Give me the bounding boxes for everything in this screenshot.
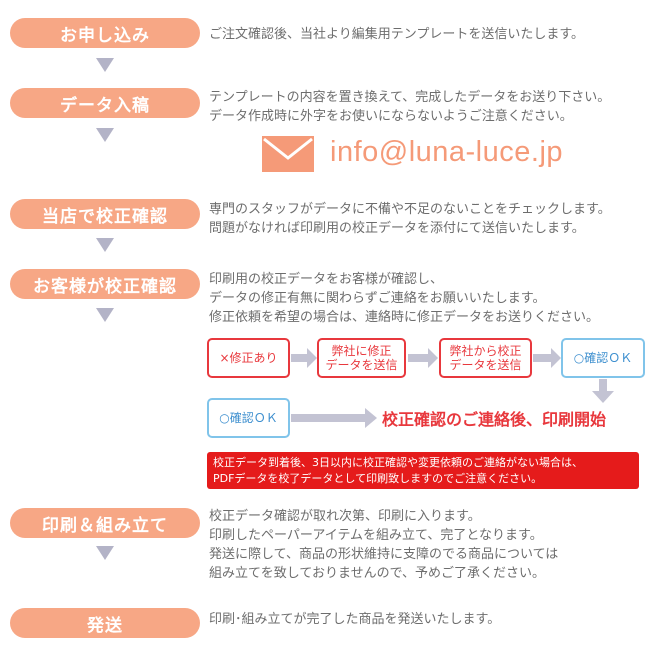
desc-line: データ作成時に外字をお使いにならないようご注意ください。 — [209, 109, 573, 124]
right-arrow-icon — [533, 348, 561, 368]
desc-line: 印刷･組み立てが完了した商品を発送いたします。 — [209, 612, 501, 627]
desc-line: テンプレートの内容を置き換えて、完成したデータをお送り下さい。 — [209, 90, 611, 105]
step-label-shop-proof: 当店で校正確認 — [10, 199, 200, 229]
notice-line: 校正データ到着後、3日以内に校正確認や変更依頼のご連絡がない場合は、 — [213, 456, 583, 469]
notice-banner: 校正データ到着後、3日以内に校正確認や変更依頼のご連絡がない場合は、 PDFデー… — [207, 452, 639, 489]
flow-send-to-shop-line: 弊社に修正 — [331, 344, 392, 358]
step-label-shipping: 発送 — [10, 608, 200, 638]
step-desc-shop-proof: 専門のスタッフがデータに不備や不足のないことをチェックします。 問題がなければ印… — [209, 200, 611, 238]
desc-line: 問題がなければ印刷用の校正データを添付にて送信いたします。 — [209, 221, 585, 236]
right-arrow-icon — [291, 348, 317, 368]
step-label-customer-proof: お客様が校正確認 — [10, 269, 200, 299]
desc-line: 印刷したペーパーアイテムを組み立て、完了となります。 — [209, 528, 543, 543]
flow-send-to-shop-box: 弊社に修正データを送信 — [317, 338, 406, 378]
flow-revise-label: ×修正あり — [219, 351, 278, 365]
down-arrow-icon — [96, 546, 114, 560]
flow-ok-box-2: ○確認ＯＫ — [207, 398, 290, 438]
step-desc-customer-proof: 印刷用の校正データをお客様が確認し、 データの修正有無に関わらずご連絡をお願いい… — [209, 270, 599, 327]
desc-line: ご注文確認後、当社より編集用テンプレートを送信いたします。 — [209, 27, 585, 42]
desc-line: 組み立てを致しておりませんので、予めご了承ください。 — [209, 566, 546, 581]
desc-line: 専門のスタッフがデータに不備や不足のないことをチェックします。 — [209, 202, 611, 217]
step-label-order: お申し込み — [10, 18, 200, 48]
flow-send-from-shop-box: 弊社から校正データを送信 — [439, 338, 532, 378]
step-desc-print-assemble: 校正データ確認が取れ次第、印刷に入ります。 印刷したペーパーアイテムを組み立て、… — [209, 507, 558, 583]
step-label-data-submit: データ入稿 — [10, 88, 200, 118]
flow-send-from-shop-line: データを送信 — [449, 358, 522, 372]
desc-line: 校正データ確認が取れ次第、印刷に入ります。 — [209, 509, 481, 524]
desc-line: 印刷用の校正データをお客様が確認し、 — [209, 272, 444, 287]
step-label-print-assemble: 印刷＆組み立て — [10, 508, 200, 538]
flow-revise-box: ×修正あり — [207, 338, 290, 378]
flow-send-from-shop-line: 弊社から校正 — [449, 344, 522, 358]
right-arrow-icon — [291, 408, 377, 428]
step-desc-order: ご注文確認後、当社より編集用テンプレートを送信いたします。 — [209, 25, 584, 44]
notice-line: PDFデータを校了データとして印刷致しますのでご注意ください。 — [213, 472, 543, 485]
down-arrow-icon — [96, 128, 114, 142]
mail-icon — [262, 136, 314, 172]
down-arrow-icon — [96, 308, 114, 322]
right-arrow-icon — [408, 348, 438, 368]
desc-line: 発送に際して、商品の形状維持に支障のでる商品については — [209, 547, 559, 562]
down-arrow-icon — [96, 58, 114, 72]
down-arrow-icon — [592, 379, 614, 403]
desc-line: データの修正有無に関わらずご連絡をお願いいたします。 — [209, 291, 546, 306]
email-address-link[interactable]: info@luna-luce.jp — [330, 136, 564, 168]
flow-ok-box-1: ○確認ＯＫ — [561, 338, 645, 378]
step-desc-shipping: 印刷･組み立てが完了した商品を発送いたします。 — [209, 610, 500, 629]
down-arrow-icon — [96, 238, 114, 252]
flow-send-to-shop-line: データを送信 — [325, 358, 398, 372]
flow-result-text: 校正確認のご連絡後、印刷開始 — [382, 410, 607, 429]
flow-ok-label: ○確認ＯＫ — [219, 411, 278, 425]
desc-line: 修正依頼を希望の場合は、連絡時に修正データをお送りください。 — [209, 310, 600, 325]
step-desc-data-submit: テンプレートの内容を置き換えて、完成したデータをお送り下さい。 データ作成時に外… — [209, 88, 610, 126]
flow-ok-label: ○確認ＯＫ — [573, 351, 633, 365]
